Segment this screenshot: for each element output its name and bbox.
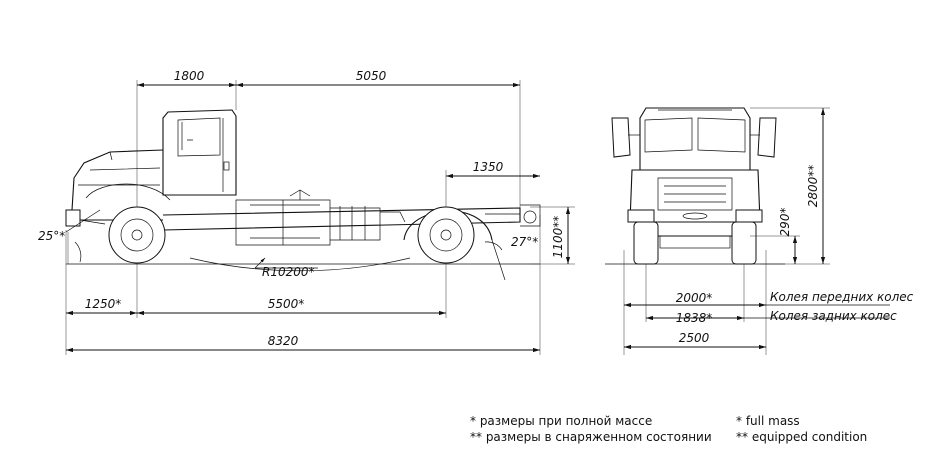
- cab-outline: [162, 109, 237, 196]
- dim-r10200: R10200*: [262, 265, 315, 279]
- note-en-full-mass: * full mass: [736, 414, 800, 428]
- cab-window: [177, 117, 221, 157]
- note-ru-equipped: ** размеры в снаряженном состоянии: [470, 430, 712, 444]
- front-wheel: [108, 206, 166, 264]
- departure-line: [491, 239, 506, 281]
- front-emblem: [682, 212, 708, 220]
- dim-5050: 5050: [356, 69, 387, 83]
- dim-1100: 1100**: [551, 216, 565, 259]
- footnotes: * размеры при полной массе ** размеры в …: [470, 414, 867, 444]
- battery-box: [330, 207, 381, 241]
- note-en-equipped: ** equipped condition: [736, 430, 867, 444]
- dim-25-deg: 25°*: [38, 229, 65, 243]
- right-mirror: [757, 117, 777, 158]
- fuel-tank: [235, 199, 331, 246]
- grille-bars: [664, 185, 726, 203]
- approach-arc: [74, 241, 82, 263]
- tank-straps: [250, 200, 320, 245]
- front-view: 2800** 290* 2000* 1838* 2500 Колея перед…: [605, 107, 914, 355]
- left-headlight: [627, 209, 655, 223]
- dim-8320: 8320: [268, 334, 299, 348]
- dim-2000: 2000*: [676, 291, 713, 305]
- exhaust: [289, 189, 311, 200]
- approach-line: [65, 209, 101, 233]
- hood-details: [78, 151, 161, 186]
- track-rear-label: Колея задних колес: [770, 309, 897, 323]
- front-fender: [85, 183, 171, 201]
- right-headlight: [735, 209, 763, 223]
- dim-290: 290*: [778, 208, 792, 237]
- grille: [657, 177, 733, 211]
- chassis-frame: [162, 207, 521, 231]
- windshield: [644, 117, 746, 153]
- side-view: 1800 5050 1350 1100** 25°* 27°* R10200* …: [38, 69, 575, 355]
- rear-coupling: [485, 204, 541, 227]
- dim-1800: 1800: [174, 69, 205, 83]
- front-bumper: [65, 209, 81, 227]
- front-cab: [639, 107, 751, 171]
- track-front-label: Колея передних колес: [770, 290, 914, 304]
- frame-bracket: [380, 211, 406, 223]
- front-bumper-view: [649, 221, 741, 237]
- front-axle: [659, 235, 731, 249]
- departure-arc: [484, 241, 503, 251]
- dim-1838: 1838*: [676, 311, 713, 325]
- coupling-pin: [523, 210, 537, 224]
- dim-1250: 1250*: [85, 297, 122, 311]
- cab-mirror-post: [181, 122, 193, 150]
- dim-5500: 5500*: [268, 297, 305, 311]
- dim-27-deg: 27°*: [511, 235, 538, 249]
- dim-2500: 2500: [679, 331, 710, 345]
- front-right-wheel: [731, 221, 757, 265]
- ramp-radius-arrow: [254, 257, 266, 269]
- dim-2800: 2800**: [806, 165, 820, 208]
- tow-hook: [79, 219, 106, 225]
- note-ru-full-mass: * размеры при полной массе: [470, 414, 652, 428]
- ramp-radius-arc: [189, 257, 411, 272]
- dim-1350: 1350: [473, 160, 504, 174]
- door-handle: [223, 161, 230, 171]
- left-mirror: [611, 117, 631, 158]
- rear-wheel: [417, 206, 475, 264]
- frame-crossmembers: [339, 206, 366, 240]
- front-left-wheel: [633, 221, 659, 265]
